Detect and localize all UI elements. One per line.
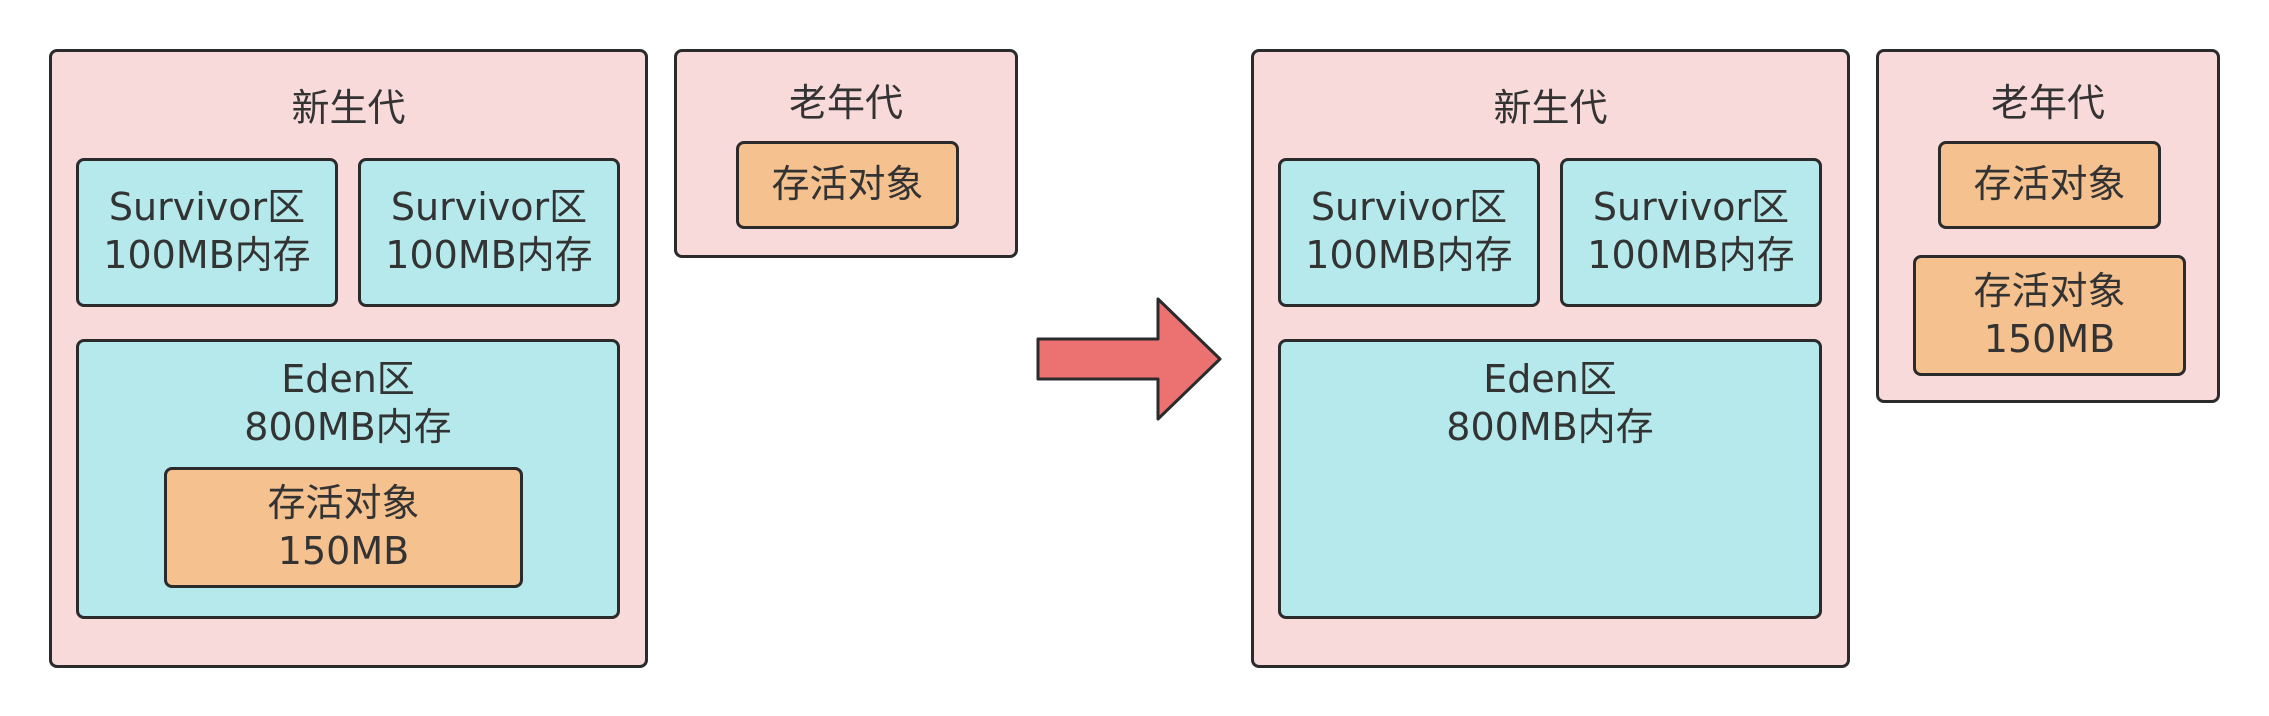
after-eden-name: Eden区 — [1483, 357, 1617, 401]
after-eden-text: Eden区 800MB内存 — [1281, 355, 1819, 451]
before-survivor-2-name: Survivor区 — [390, 185, 588, 229]
before-eden-object-text: 存活对象 150MB — [167, 479, 520, 575]
after-survivor-1-text: Survivor区 100MB内存 — [1281, 183, 1537, 279]
before-eden-object-size: 150MB — [277, 529, 410, 573]
before-eden-text: Eden区 800MB内存 — [79, 355, 617, 451]
before-eden-size: 800MB内存 — [244, 405, 452, 449]
after-old-gen-object-2: 存活对象 150MB — [1913, 255, 2186, 376]
after-survivor-1-size: 100MB内存 — [1305, 233, 1513, 277]
before-eden-object-label: 存活对象 — [267, 481, 420, 525]
after-eden: Eden区 800MB内存 — [1278, 339, 1822, 619]
right-arrow-icon — [1036, 297, 1222, 421]
after-young-gen-title: 新生代 — [1493, 86, 1608, 130]
after-survivor-2-name: Survivor区 — [1592, 185, 1790, 229]
before-survivor-1-name: Survivor区 — [108, 185, 306, 229]
after-survivor-2: Survivor区 100MB内存 — [1560, 158, 1822, 307]
before-survivor-2-size: 100MB内存 — [385, 233, 593, 277]
before-eden-name: Eden区 — [281, 357, 415, 401]
after-old-gen-object-2-size: 150MB — [1983, 317, 2116, 361]
after-survivor-1-name: Survivor区 — [1310, 185, 1508, 229]
after-old-gen-object-2-label: 存活对象 — [1973, 269, 2126, 313]
after-survivor-1: Survivor区 100MB内存 — [1278, 158, 1540, 307]
before-survivor-2: Survivor区 100MB内存 — [358, 158, 620, 307]
before-eden-object: 存活对象 150MB — [164, 467, 523, 588]
after-survivor-2-size: 100MB内存 — [1587, 233, 1795, 277]
before-old-gen-object-text: 存活对象 — [739, 160, 956, 208]
after-old-gen-title: 老年代 — [1990, 81, 2105, 125]
before-old-gen-title: 老年代 — [788, 81, 903, 125]
before-old-gen-object: 存活对象 — [736, 141, 959, 229]
after-eden-size: 800MB内存 — [1446, 405, 1654, 449]
before-young-gen-title: 新生代 — [291, 86, 406, 130]
before-survivor-1: Survivor区 100MB内存 — [76, 158, 338, 307]
after-survivor-2-text: Survivor区 100MB内存 — [1563, 183, 1819, 279]
before-old-gen-object-label: 存活对象 — [771, 162, 924, 206]
before-survivor-2-text: Survivor区 100MB内存 — [361, 183, 617, 279]
after-old-gen-object-2-text: 存活对象 150MB — [1916, 267, 2183, 363]
after-old-gen-object-1-text: 存活对象 — [1941, 160, 2158, 208]
after-old-gen-object-1-label: 存活对象 — [1973, 162, 2126, 206]
after-old-gen-object-1: 存活对象 — [1938, 141, 2161, 229]
before-survivor-1-text: Survivor区 100MB内存 — [79, 183, 335, 279]
before-survivor-1-size: 100MB内存 — [103, 233, 311, 277]
